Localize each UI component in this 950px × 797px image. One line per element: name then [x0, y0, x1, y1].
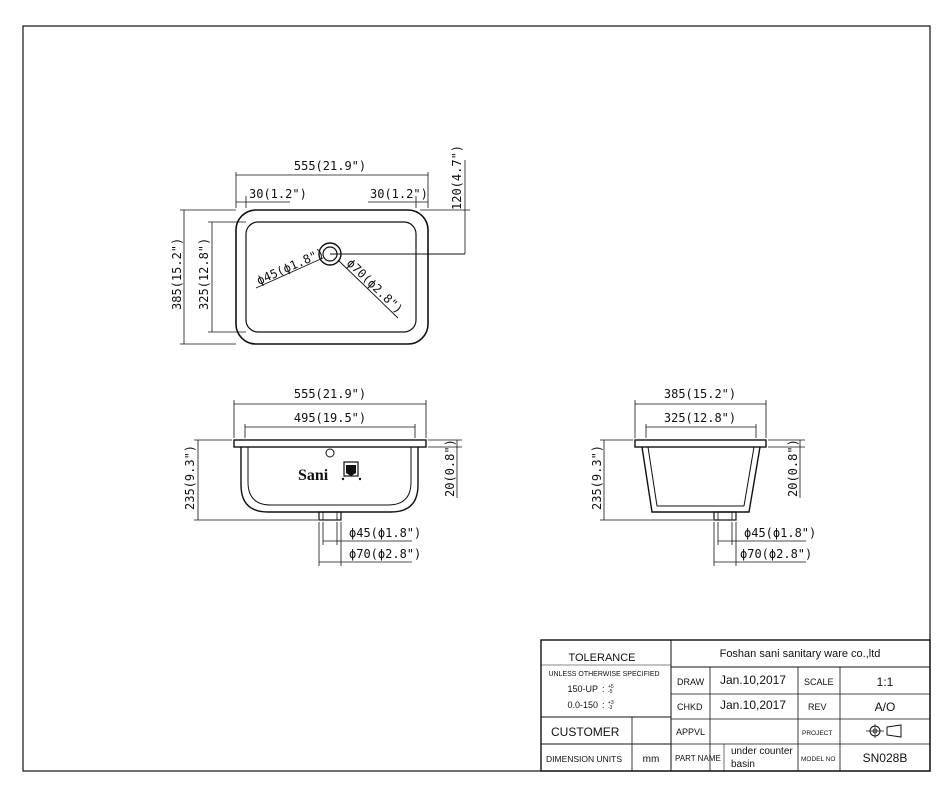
front-rim: [233, 439, 427, 448]
scale-label: SCALE: [804, 677, 834, 687]
dim-side-width-inner: 325(12.8"): [664, 411, 736, 425]
rev-value: A/O: [875, 700, 896, 714]
chkd-date: Jan.10,2017: [720, 698, 786, 712]
dim-front-drain-large: ϕ70(ϕ2.8"): [349, 547, 421, 561]
tolerance-row-1-sep: :: [602, 684, 605, 694]
dim-drain-offset: 120(4.7"): [450, 145, 464, 210]
crest-icon: [341, 461, 362, 481]
side-bowl-outer: [641, 446, 761, 513]
front-drain-stub: [318, 511, 342, 521]
side-drain-stub: [713, 511, 737, 521]
dim-front-rim: 20(0.8"): [443, 439, 457, 497]
projection-symbol-icon: [866, 724, 902, 738]
tolerance-row-2-sep: :: [602, 700, 605, 710]
dim-top-depth-inner: 325(12.8"): [197, 238, 211, 310]
company-name: Foshan sani sanitary ware co.,ltd: [720, 648, 881, 660]
draw-label: DRAW: [677, 677, 705, 687]
side-rim: [634, 439, 767, 448]
brand-logo: Sani: [298, 467, 329, 484]
dim-right-rim: 30(1.2"): [370, 187, 428, 201]
dim-front-drain-small: ϕ45(ϕ1.8"): [349, 526, 421, 540]
part-name-line-1: under counter: [731, 746, 793, 757]
tolerance-row-2: 0.0-150: [567, 700, 598, 710]
dim-top-width: 555(21.9"): [294, 159, 366, 173]
dim-side-width-outer: 385(15.2"): [664, 387, 736, 401]
dim-drain-small-top: ϕ45(ϕ1.8"): [255, 246, 327, 288]
model-no-value: SN028B: [863, 751, 908, 765]
part-name-label: PART NAME: [675, 754, 721, 763]
dim-top-depth-outer: 385(15.2"): [170, 238, 184, 310]
basin-outline-outer: [235, 209, 429, 345]
tolerance-row-2-upper: +3: [608, 700, 614, 706]
unless-specified: UNLESS OTHERWISE SPECIFIED: [548, 671, 659, 678]
model-no-label: MODEL NO: [801, 756, 835, 763]
dimension-units-label: DIMENSION UNITS: [546, 754, 622, 764]
customer-label: CUSTOMER: [551, 725, 620, 739]
appvl-label: APPVL: [676, 727, 705, 737]
tolerance-row-1: 150-UP: [567, 684, 598, 694]
dim-front-width-inner: 495(19.5"): [294, 411, 366, 425]
tolerance-label: TOLERANCE: [568, 652, 635, 664]
dim-side-height: 235(9.3"): [590, 445, 604, 510]
basin-outline-inner: [245, 221, 417, 333]
overflow-hole: [325, 448, 335, 458]
dim-left-rim: 30(1.2"): [249, 187, 307, 201]
draw-date: Jan.10,2017: [720, 673, 786, 687]
dim-side-rim: 20(0.8"): [786, 439, 800, 497]
dim-front-width-outer: 555(21.9"): [294, 387, 366, 401]
dim-side-drain-large: ϕ70(ϕ2.8"): [740, 547, 812, 561]
dim-side-drain-small: ϕ45(ϕ1.8"): [744, 526, 816, 540]
tolerance-row-1-upper: +5: [608, 684, 614, 690]
sheet-border: [22, 25, 931, 772]
dimension-units-value: mm: [643, 754, 660, 765]
side-view: 385(15.2") 325(12.8") 235(9.3") 20(0.8")…: [590, 387, 816, 566]
tolerance-row-2-lower: -3: [608, 705, 613, 711]
title-block: TOLERANCE UNLESS OTHERWISE SPECIFIED 150…: [540, 639, 931, 772]
chkd-label: CHKD: [677, 702, 703, 712]
top-view: 555(21.9") 30(1.2") 30(1.2") 120(4.7") 3…: [170, 145, 470, 345]
project-label: PROJECT: [802, 730, 832, 737]
scale-value: 1:1: [877, 675, 894, 689]
front-bowl-inner: [247, 447, 412, 506]
rev-label: REV: [808, 702, 827, 712]
dim-front-height: 235(9.3"): [183, 445, 197, 510]
part-name-line-2: basin: [731, 759, 755, 770]
dim-drain-large-top: ϕ70(ϕ2.8"): [344, 256, 406, 316]
front-view: Sani 555(21.9") 495(19.5") 235(9.3") 20(…: [183, 387, 462, 566]
tolerance-row-1-lower: -5: [608, 689, 613, 695]
